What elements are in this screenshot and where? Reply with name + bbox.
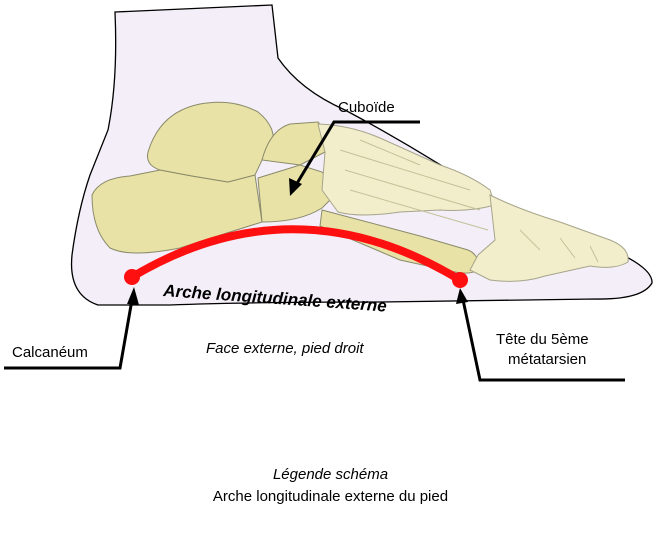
- metatarsal-bones: [317, 123, 496, 216]
- caption-subtitle: Arche longitudinale externe du pied: [212, 488, 449, 505]
- calcaneum-leader-line: [4, 293, 135, 370]
- calcaneus-bone: [91, 169, 263, 254]
- cuboid-arrowhead: [289, 178, 302, 196]
- foot-bones: [91, 101, 629, 282]
- arch-curve: [128, 225, 464, 284]
- calcaneum-arrowhead: [127, 287, 139, 305]
- calcaneum-label: Calcanéum: [12, 344, 88, 361]
- talus-bone: [147, 101, 274, 183]
- metatarsal-label-line2: métatarsien: [508, 351, 586, 368]
- cuboid-leader-line: [291, 120, 420, 191]
- cuboid-label: Cuboïde: [338, 99, 395, 116]
- metatarsal-arrowhead: [456, 288, 468, 304]
- metatarsal-head-point: [452, 272, 468, 288]
- metatarsal-joint-lines: [339, 139, 599, 263]
- metatarsal-leader-line: [460, 294, 625, 382]
- calcaneum-point: [124, 269, 140, 285]
- caption-title: Légende schéma: [272, 466, 389, 483]
- metatarsal-label-line1: Tête du 5ème: [496, 331, 589, 348]
- view-label: Face externe, pied droit: [206, 340, 364, 357]
- phalanges: [469, 194, 629, 282]
